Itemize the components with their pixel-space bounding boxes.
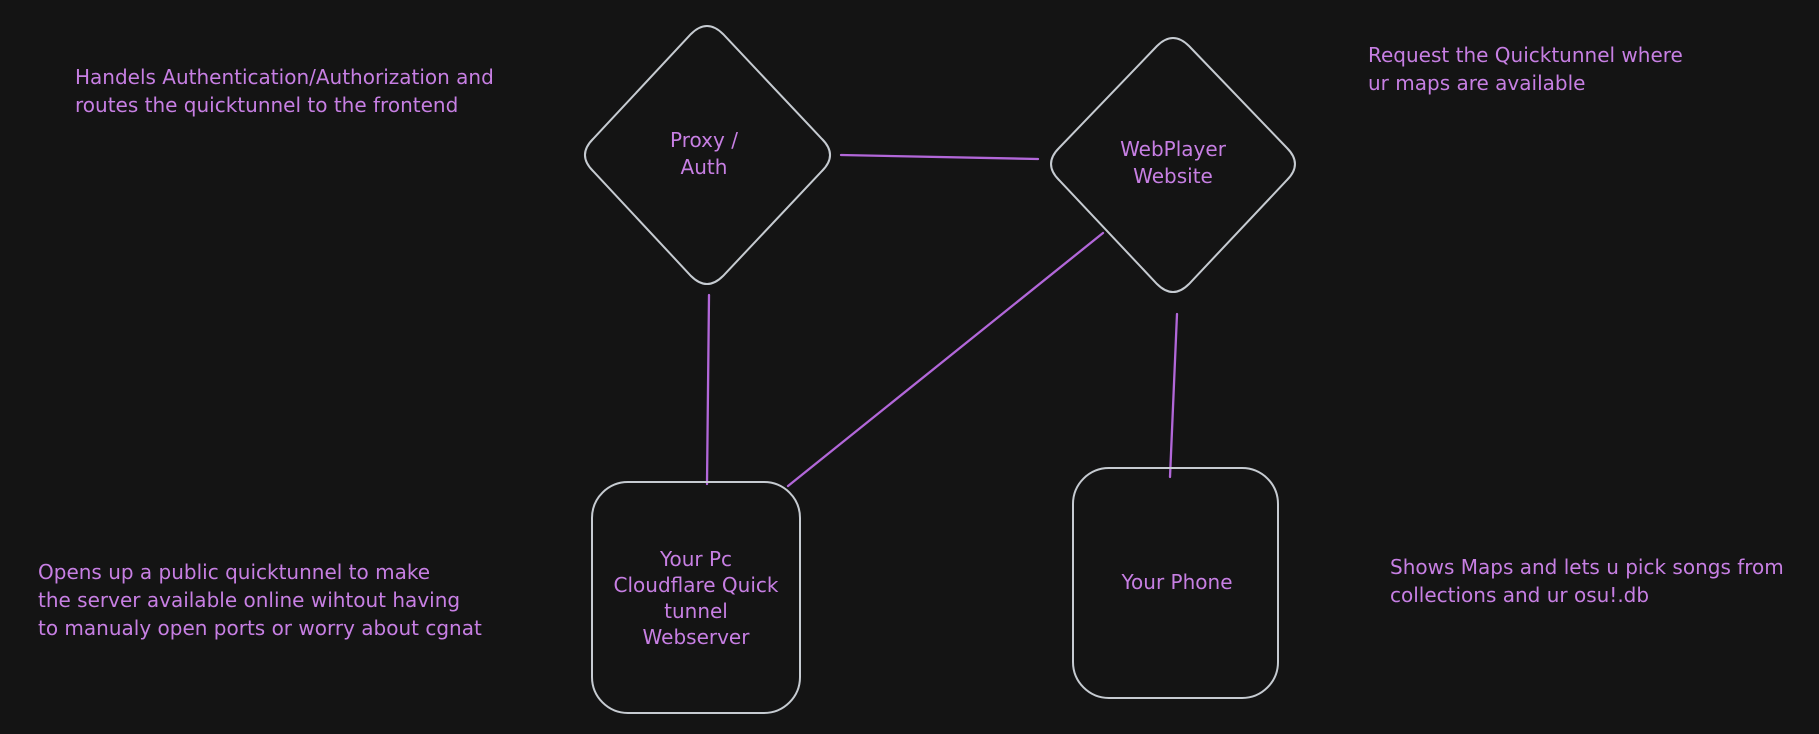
node-your-pc-label: Your Pc Cloudflare Quick tunnel Webserve… xyxy=(613,547,779,649)
node-webplayer-website-shape[interactable] xyxy=(1050,37,1296,293)
connector-proxy-to-yourpc[interactable] xyxy=(705,293,711,486)
node-proxy-auth-label: Proxy / Auth xyxy=(670,128,738,179)
annotation-webplayer[interactable]: Request the Quicktunnel where ur maps ar… xyxy=(1368,43,1683,95)
connector-proxy-to-webplayer[interactable] xyxy=(839,153,1040,161)
node-your-pc-shape[interactable] xyxy=(591,481,801,714)
node-your-phone-shape[interactable] xyxy=(1072,467,1279,699)
annotation-proxy-auth[interactable]: Handels Authentication/Authorization and… xyxy=(75,65,494,117)
annotation-your-pc[interactable]: Opens up a public quicktunnel to make th… xyxy=(38,560,482,640)
node-proxy-auth-shape[interactable] xyxy=(584,25,831,285)
connector-webplayer-to-yourpc[interactable] xyxy=(786,231,1105,488)
node-webplayer-website-label: WebPlayer Website xyxy=(1120,137,1226,188)
annotation-your-phone[interactable]: Shows Maps and lets u pick songs from co… xyxy=(1390,555,1784,607)
connector-webplayer-to-yourphone[interactable] xyxy=(1168,312,1179,479)
node-your-phone-label: Your Phone xyxy=(1121,570,1233,594)
